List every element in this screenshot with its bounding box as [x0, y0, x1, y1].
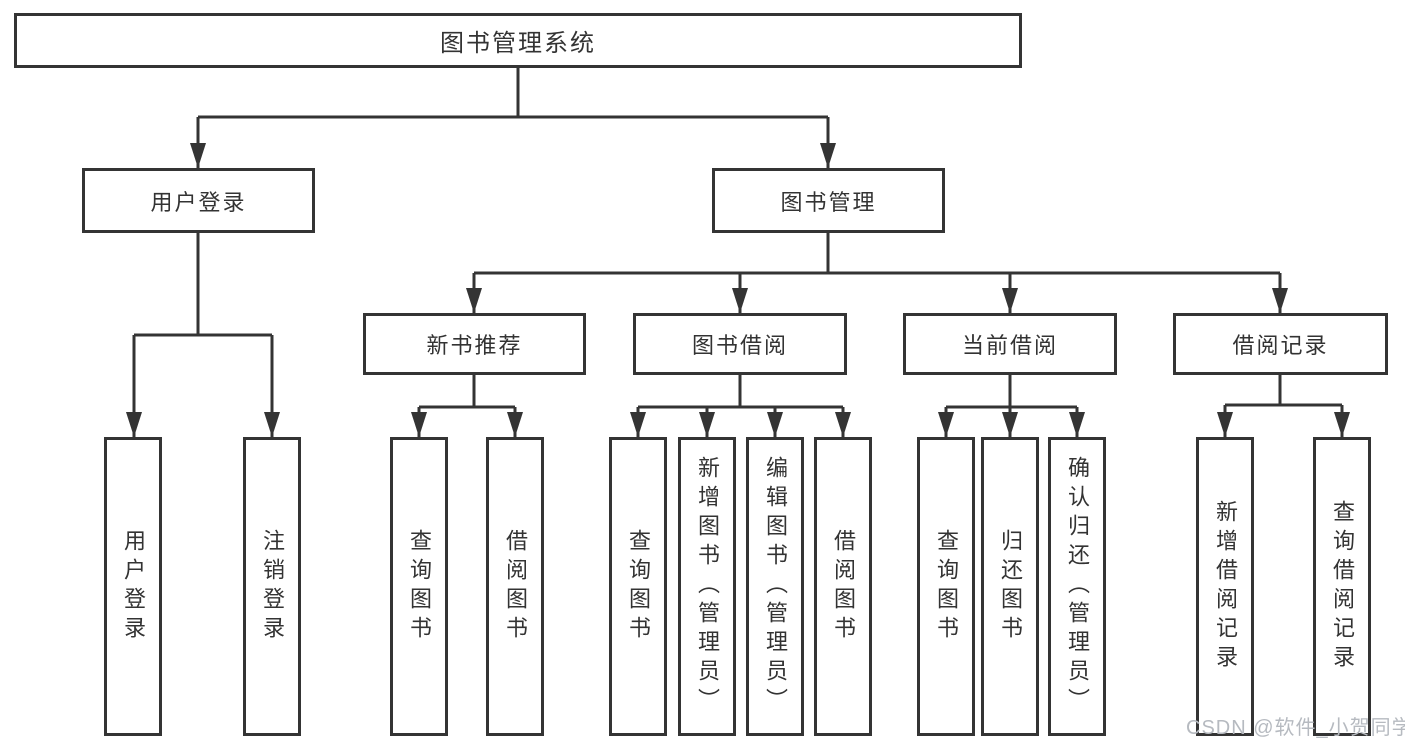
node-root: 图书管理系统: [14, 13, 1022, 68]
connector-userlogin-leaves: [132, 233, 274, 437]
leaf-logout: 注销登录: [243, 437, 301, 736]
node-new-book-recommend: 新书推荐: [363, 313, 586, 375]
arrow-down-icon: [630, 412, 646, 437]
leaf-add-borrow-record: 新增借阅记录: [1196, 437, 1254, 736]
arrow-down-icon: [835, 412, 851, 437]
connector-borrowrecords-leaves: [1223, 375, 1344, 437]
connector-root-level2: [196, 68, 830, 168]
leaf-label: 用户登录: [121, 528, 146, 645]
node-borrow-records: 借阅记录: [1173, 313, 1388, 375]
leaf-label: 确认归还（管理员）: [1065, 456, 1090, 717]
leaf-label: 归还图书: [998, 528, 1023, 645]
leaf-label: 查询借阅记录: [1330, 499, 1355, 674]
leaf-confirm-return-admin: 确认归还（管理员）: [1048, 437, 1106, 736]
arrow-down-icon: [938, 412, 954, 437]
arrow-down-icon: [190, 143, 206, 168]
arrow-down-icon: [466, 288, 482, 313]
arrow-down-icon: [1217, 412, 1233, 437]
leaf-query-borrow-record: 查询借阅记录: [1313, 437, 1371, 736]
arrow-down-icon: [1002, 412, 1018, 437]
leaf-label: 新增借阅记录: [1213, 499, 1238, 674]
connector-newbook-leaves: [417, 375, 517, 437]
leaf-edit-book-admin: 编辑图书（管理员）: [746, 437, 804, 736]
arrow-down-icon: [767, 412, 783, 437]
leaf-label: 编辑图书（管理员）: [763, 456, 788, 717]
leaf-return-books: 归还图书: [981, 437, 1039, 736]
leaf-label: 查询图书: [934, 528, 959, 645]
leaf-query-books-recommend: 查询图书: [390, 437, 448, 736]
leaf-query-books-current: 查询图书: [917, 437, 975, 736]
node-user-login: 用户登录: [82, 168, 315, 233]
arrow-down-icon: [699, 412, 715, 437]
leaf-label: 借阅图书: [503, 528, 528, 645]
arrow-down-icon: [1002, 288, 1018, 313]
connector-bookborrow-leaves: [636, 375, 845, 437]
leaf-label: 查询图书: [626, 528, 651, 645]
node-book-management: 图书管理: [712, 168, 945, 233]
arrow-down-icon: [1069, 412, 1085, 437]
leaf-label: 查询图书: [407, 528, 432, 645]
arrow-down-icon: [411, 412, 427, 437]
leaf-label: 注销登录: [260, 528, 285, 645]
leaf-label: 借阅图书: [831, 528, 856, 645]
leaf-add-book-admin: 新增图书（管理员）: [678, 437, 736, 736]
arrow-down-icon: [507, 412, 523, 437]
connector-bookmgmt-level3: [472, 233, 1282, 313]
watermark: CSDN @软件_小贺同学: [1186, 717, 1405, 739]
arrow-down-icon: [126, 412, 142, 437]
arrow-down-icon: [264, 412, 280, 437]
leaf-query-books-borrow: 查询图书: [609, 437, 667, 736]
arrow-down-icon: [1334, 412, 1350, 437]
leaf-label: 新增图书（管理员）: [695, 456, 720, 717]
node-book-borrow: 图书借阅: [633, 313, 847, 375]
node-current-borrow: 当前借阅: [903, 313, 1117, 375]
leaf-borrow-books: 借阅图书: [814, 437, 872, 736]
arrow-down-icon: [1272, 288, 1288, 313]
leaf-borrow-books-recommend: 借阅图书: [486, 437, 544, 736]
leaf-user-login: 用户登录: [104, 437, 162, 736]
arrow-down-icon: [820, 143, 836, 168]
arrow-down-icon: [732, 288, 748, 313]
